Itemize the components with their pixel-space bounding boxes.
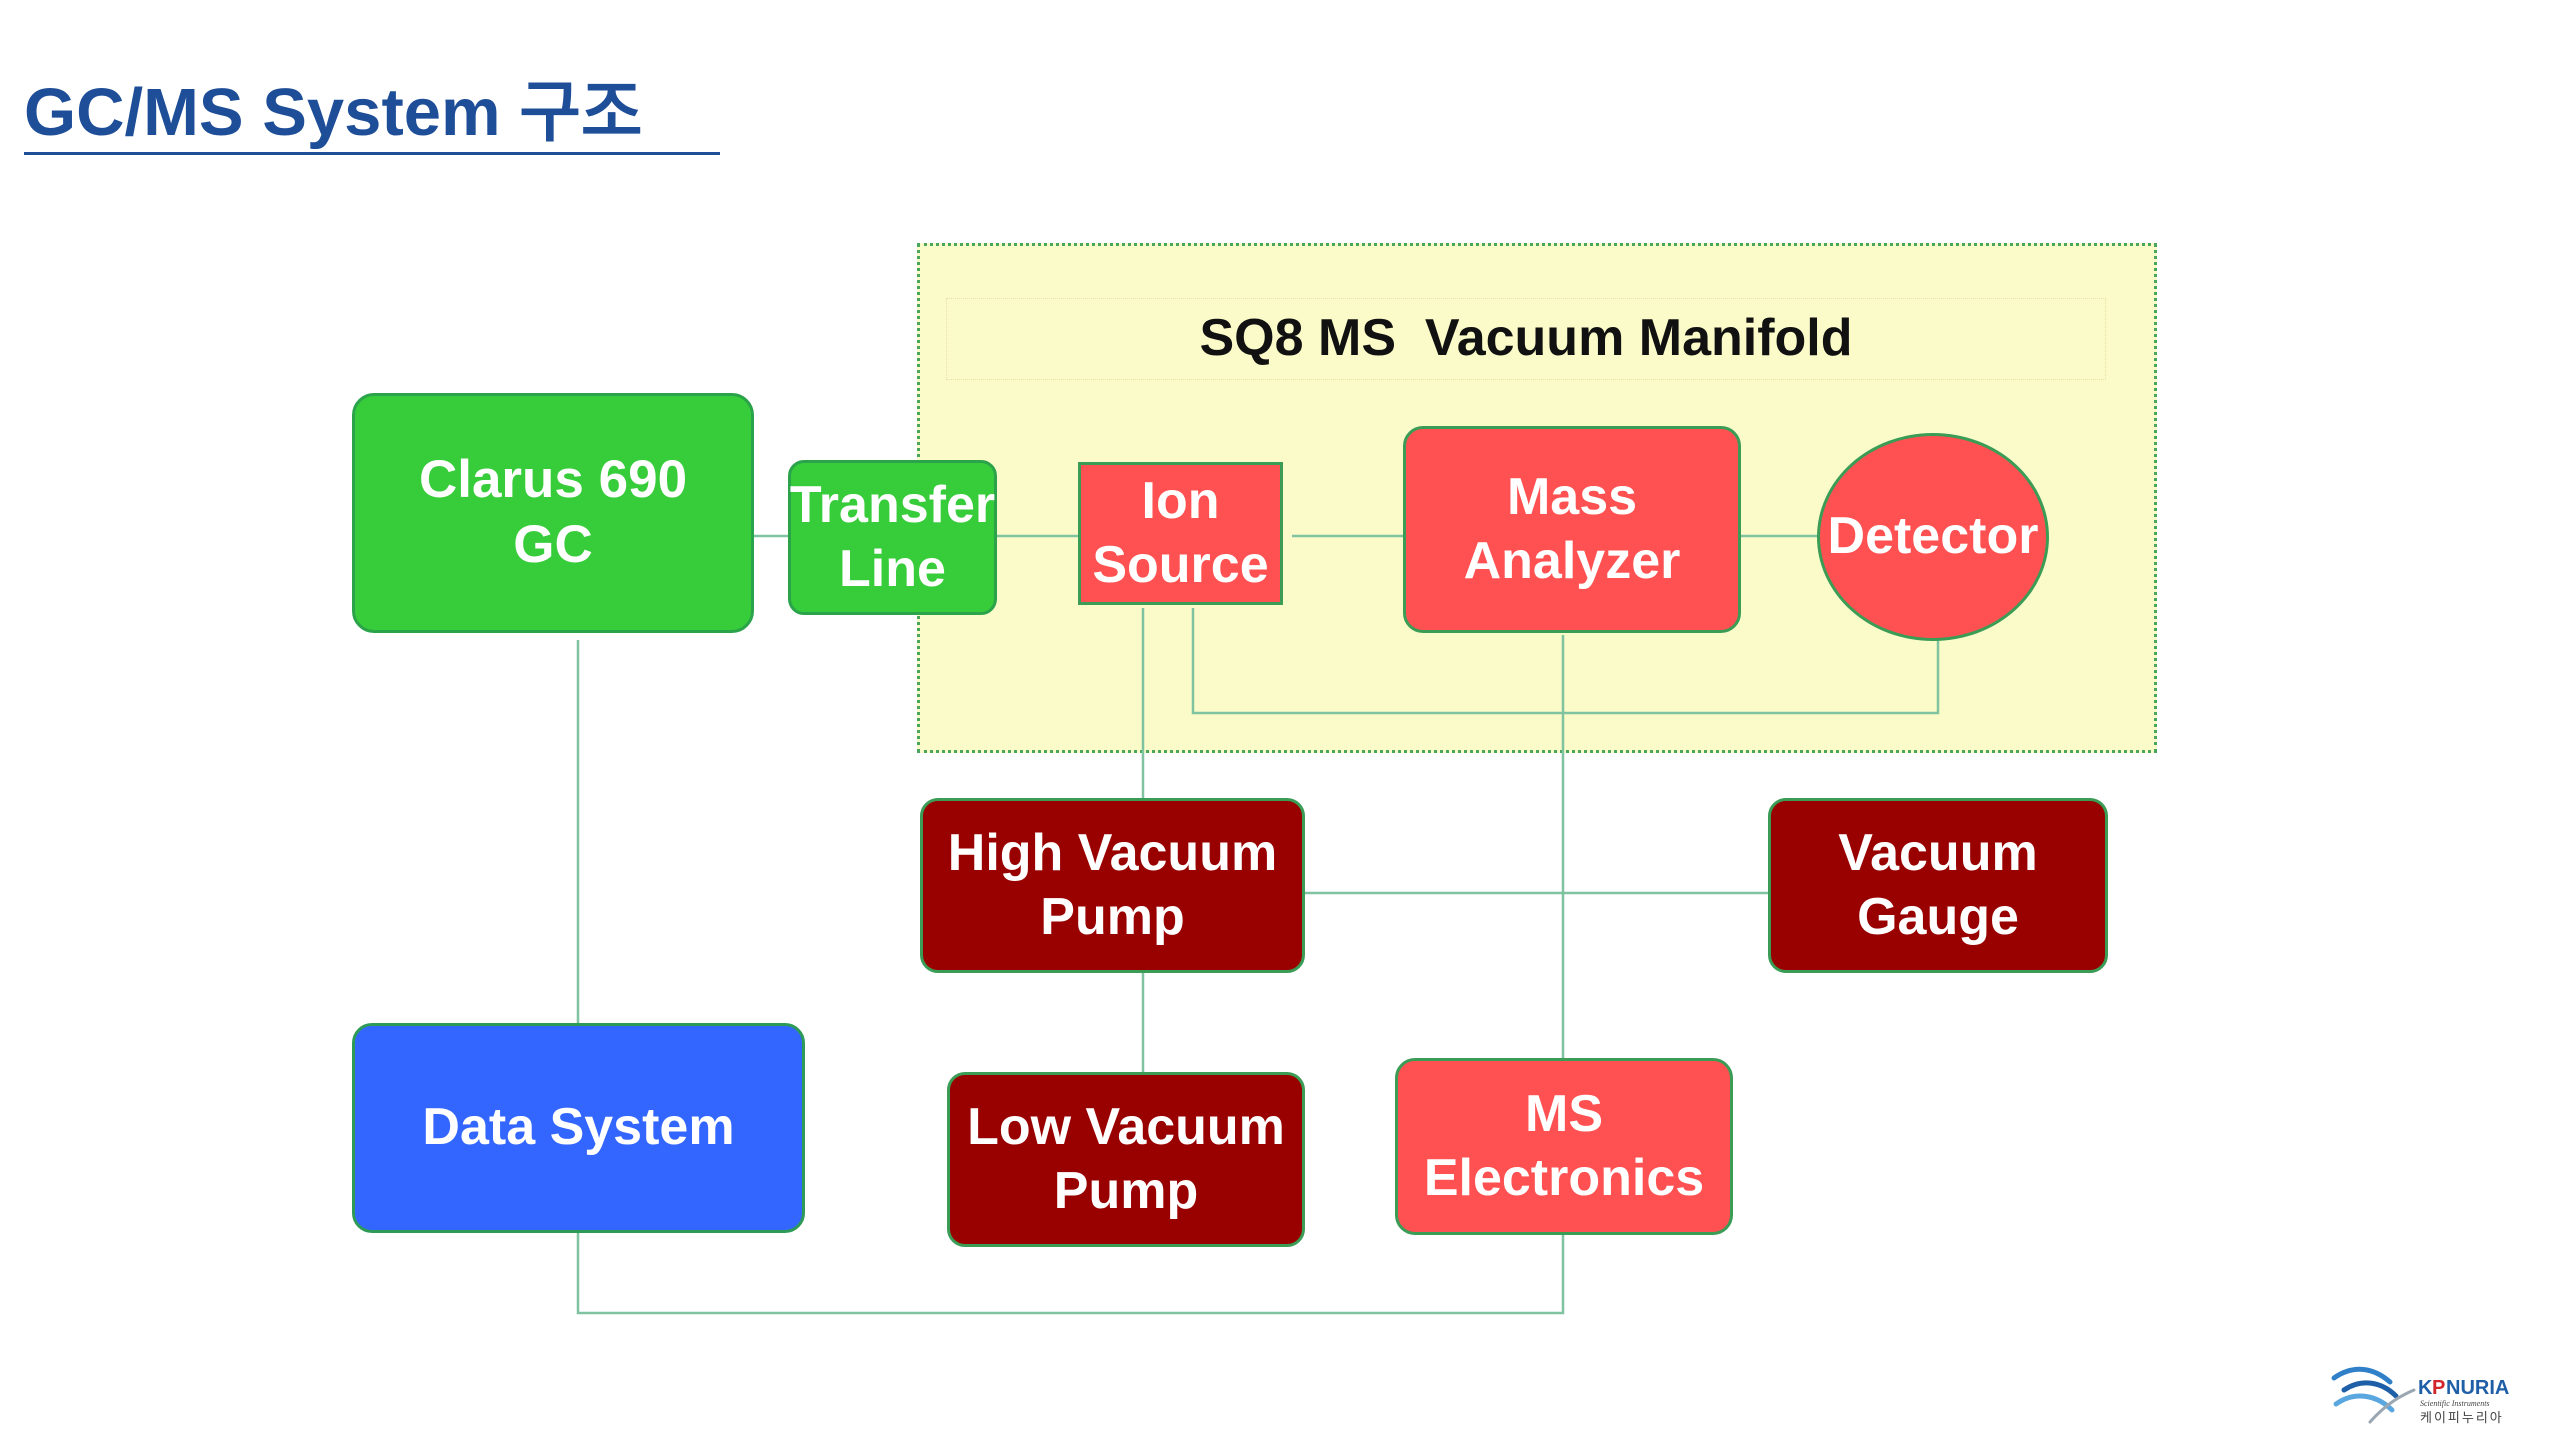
detector-box: Detector: [1817, 433, 2049, 641]
gc-box: Clarus 690 GC: [352, 393, 754, 633]
transfer-line-box: Transfer Line: [788, 460, 997, 615]
high-vacuum-pump-box: High Vacuum Pump: [920, 798, 1305, 973]
mass-analyzer-box: Mass Analyzer: [1403, 426, 1741, 633]
svg-text:P: P: [2432, 1377, 2445, 1399]
ms-electronics-box: MS Electronics: [1395, 1058, 1733, 1235]
link-ion-detector-loop: [1191, 608, 1940, 715]
svg-text:Scientific Instruments: Scientific Instruments: [2420, 1399, 2490, 1408]
kpnuria-logo: K P NURIA Scientific Instruments 케이피누리아: [2331, 1366, 2509, 1426]
vacuum-gauge-box: Vacuum Gauge: [1768, 798, 2108, 973]
svg-text:K: K: [2418, 1377, 2433, 1399]
ion-source-box: Ion Source: [1078, 462, 1283, 605]
manifold-label: SQ8 MS Vacuum Manifold: [1199, 309, 1853, 367]
data-system-box: Data System: [352, 1023, 805, 1233]
svg-text:케이피누리아: 케이피누리아: [2420, 1411, 2504, 1426]
title-underline: [24, 152, 720, 155]
link-data-electronics: [576, 1232, 1565, 1315]
page-title: GC/MS System 구조: [24, 75, 643, 150]
svg-text:NURIA: NURIA: [2446, 1377, 2509, 1399]
low-vacuum-pump-box: Low Vacuum Pump: [947, 1072, 1305, 1247]
manifold-label-frame: [946, 298, 2106, 380]
